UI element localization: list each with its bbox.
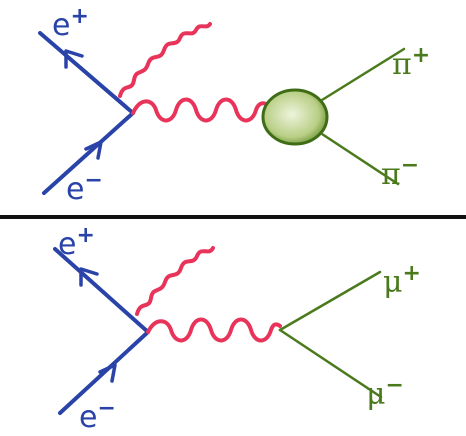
top-diagram: e+ e− π+ π− <box>38 4 430 207</box>
bottom-electron-line <box>58 330 150 415</box>
bottom-positron-label: e+ <box>58 223 95 262</box>
bottom-product-minus-line <box>278 328 383 399</box>
top-virtual-photon <box>131 97 268 123</box>
bottom-product-plus-line <box>278 270 382 332</box>
top-positron-line <box>38 31 135 115</box>
top-product-plus-line <box>320 47 406 102</box>
top-product-minus-label: π− <box>381 153 419 192</box>
top-product-plus-label: π+ <box>392 43 430 82</box>
bottom-emitted-photon <box>135 246 215 316</box>
bottom-diagram: e+ e− μ+ μ− <box>53 223 421 435</box>
top-positron-arrow <box>64 49 84 69</box>
top-electron-line <box>42 111 135 195</box>
hadron-blob <box>261 88 329 146</box>
top-emitted-photon <box>118 22 212 98</box>
top-electron-arrow <box>84 140 103 160</box>
bottom-electron-arrow <box>98 363 117 383</box>
top-product-minus-line <box>320 132 400 186</box>
bottom-electron-label: e− <box>79 396 116 435</box>
bottom-positron-line <box>53 247 150 334</box>
bottom-positron-arrow <box>79 267 99 287</box>
bottom-product-plus-label: μ+ <box>383 261 421 300</box>
bottom-product-minus-label: μ− <box>366 373 404 412</box>
top-electron-label: e− <box>66 168 103 207</box>
top-positron-label: e+ <box>52 4 89 43</box>
bottom-virtual-photon <box>146 317 282 343</box>
